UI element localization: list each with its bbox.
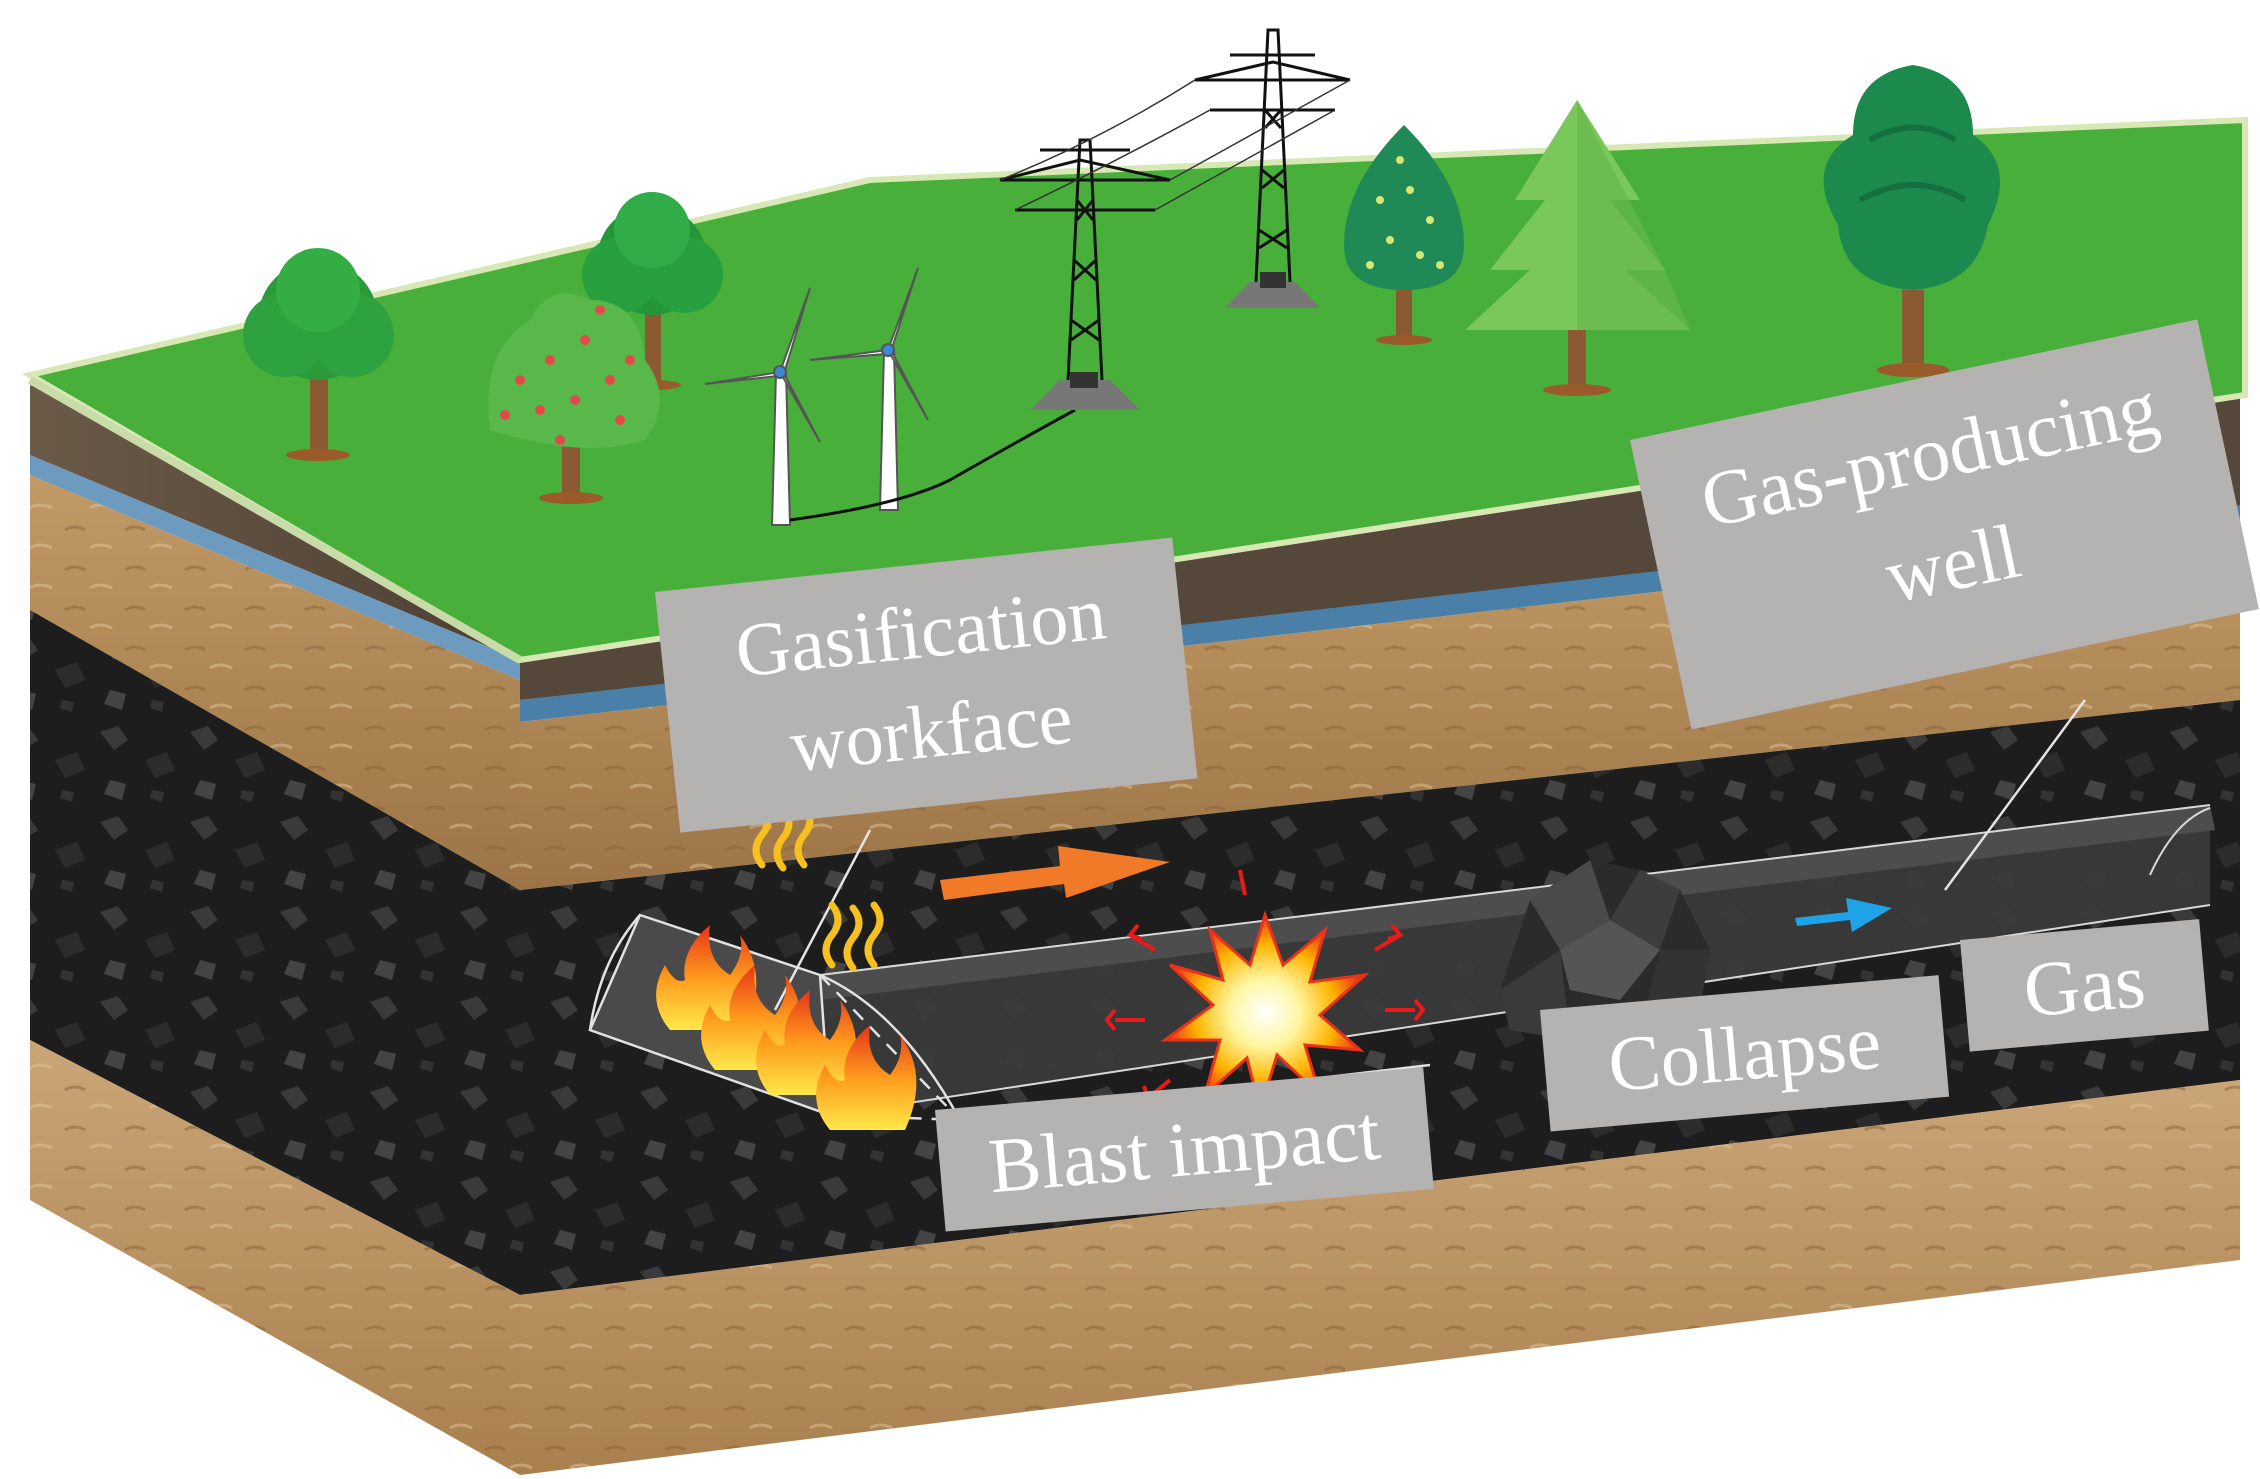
flame-icon — [816, 1025, 917, 1130]
wind-turbine-icon — [704, 287, 821, 526]
water-seam-front — [30, 455, 520, 680]
label-gas: Gas — [1960, 919, 2209, 1052]
tree-icon — [582, 192, 723, 390]
rock-pile-icon — [1500, 860, 1710, 1040]
power-pylon-icon — [999, 138, 1171, 410]
leader-gasification — [773, 829, 872, 1011]
flow-arrow-orange-icon — [940, 846, 1170, 900]
tree-icon — [243, 248, 394, 461]
tree-icon — [1823, 65, 2000, 377]
leader-well — [1943, 699, 2087, 891]
flow-arrow-blue-icon — [1795, 898, 1892, 932]
front-face — [30, 385, 520, 1475]
flame-icon — [756, 990, 857, 1095]
tree-icon — [1344, 125, 1464, 345]
flame-icon — [701, 965, 802, 1070]
flames — [656, 925, 917, 1130]
power-pylon-icon — [1194, 28, 1351, 308]
wind-turbine-icon — [809, 267, 929, 511]
tree-icon — [488, 293, 660, 504]
tree-icon — [1465, 100, 1690, 396]
coal-seam-front — [30, 610, 520, 1295]
